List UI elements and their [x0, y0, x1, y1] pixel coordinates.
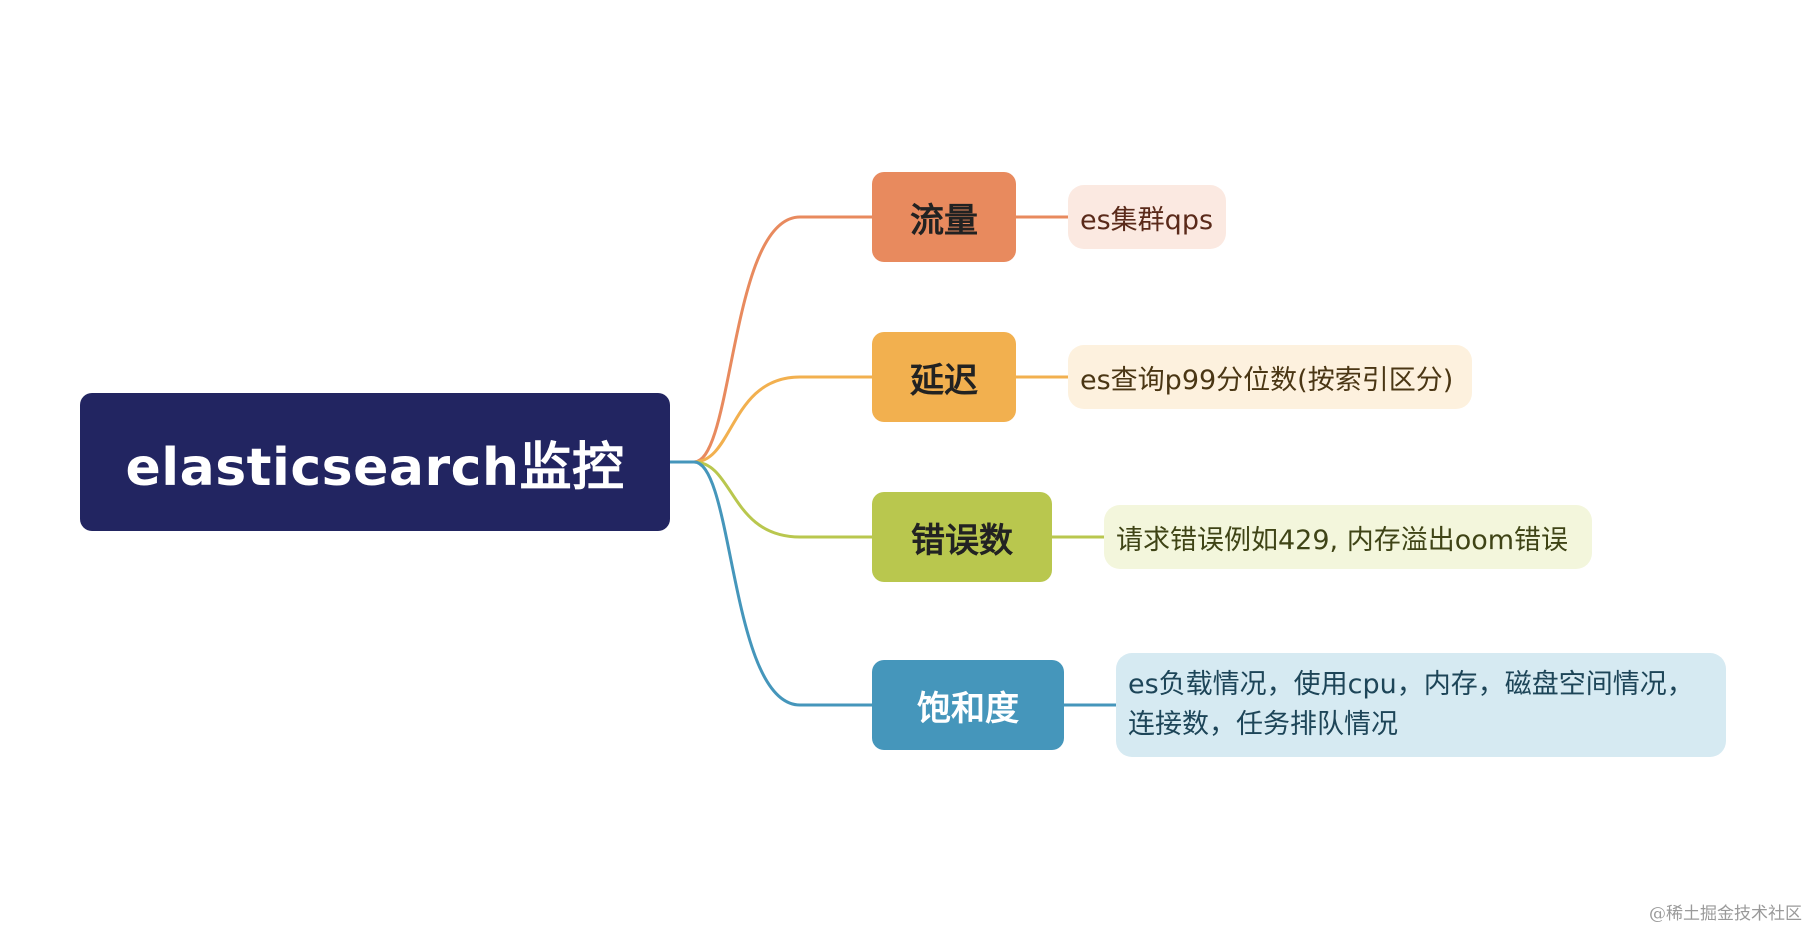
branch-connector [693, 460, 872, 707]
branch-label: 错误数 [911, 520, 1013, 561]
branch-traffic: 流量 [872, 172, 1016, 262]
branch-label: 流量 [910, 200, 978, 241]
branch-saturation: 饱和度 [872, 660, 1064, 750]
leaf-errors: 请求错误例如429, 内存溢出oom错误 [1104, 505, 1592, 569]
leaf-latency: es查询p99分位数(按索引区分) [1068, 345, 1472, 409]
leaf-text: es查询p99分位数(按索引区分) [1080, 364, 1454, 396]
leaf-traffic: es集群qps [1068, 185, 1226, 249]
leaf-saturation: es负载情况，使用cpu，内存，磁盘空间情况， 连接数，任务排队情况 [1116, 653, 1726, 757]
leaf-text: es集群qps [1080, 204, 1214, 236]
root-label: elasticsearch监控 [125, 437, 625, 498]
branch-label: 延迟 [910, 360, 978, 401]
root-node: elasticsearch监控 [80, 393, 670, 531]
branch-connector [693, 215, 872, 464]
branch-connector [693, 460, 872, 539]
branch-label: 饱和度 [917, 688, 1019, 729]
leaf-text-line-2: 连接数，任务排队情况 [1128, 709, 1398, 740]
branch-connector [693, 375, 872, 464]
branch-errors: 错误数 [872, 492, 1052, 582]
leaf-text-line-1: es负载情况，使用cpu，内存，磁盘空间情况， [1128, 669, 1694, 700]
leaf-text: 请求错误例如429, 内存溢出oom错误 [1116, 524, 1569, 556]
watermark: @稀土掘金技术社区 [1649, 904, 1802, 924]
branch-latency: 延迟 [872, 332, 1016, 422]
